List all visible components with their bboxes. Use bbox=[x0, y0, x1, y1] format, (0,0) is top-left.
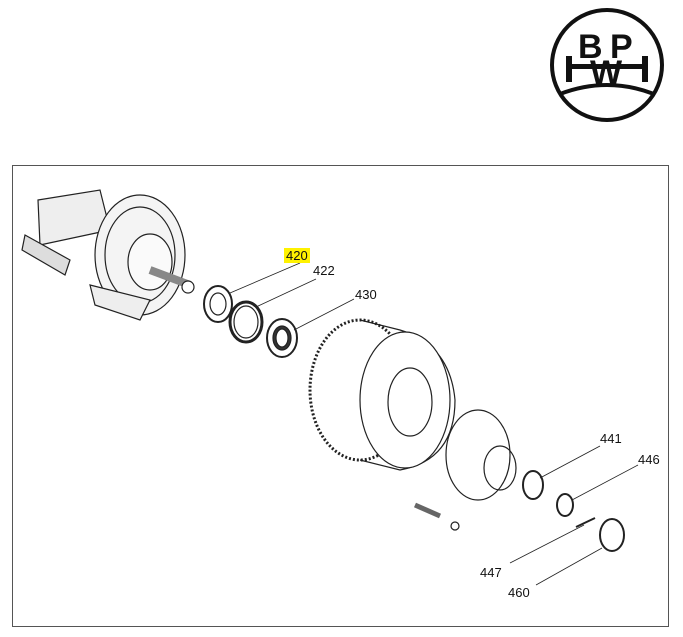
brake-drum bbox=[308, 318, 456, 471]
part-430-bearing bbox=[266, 318, 298, 358]
part-446-nut bbox=[556, 493, 574, 517]
callout-441[interactable]: 441 bbox=[600, 431, 622, 446]
bpw-logo-graphic: BPW bbox=[550, 8, 664, 122]
washer bbox=[450, 521, 460, 531]
callout-422[interactable]: 422 bbox=[313, 263, 335, 278]
part-447-pin bbox=[575, 517, 596, 528]
callout-430[interactable]: 430 bbox=[355, 287, 377, 302]
callout-447[interactable]: 447 bbox=[480, 565, 502, 580]
leader-lines bbox=[229, 262, 639, 586]
callout-460[interactable]: 460 bbox=[508, 585, 530, 600]
axle-brake-assembly bbox=[21, 189, 195, 321]
wheel-bolt bbox=[413, 502, 442, 519]
part-420-seal bbox=[203, 285, 233, 323]
callout-446[interactable]: 446 bbox=[638, 452, 660, 467]
part-441-bearing bbox=[522, 470, 544, 500]
part-460-cap bbox=[599, 518, 625, 552]
bpw-logo: BPW bbox=[548, 6, 666, 124]
wheel-hub bbox=[445, 409, 517, 501]
parts-diagram-frame bbox=[12, 165, 669, 627]
part-422-ring bbox=[228, 300, 264, 344]
callout-420[interactable]: 420 bbox=[284, 248, 310, 263]
